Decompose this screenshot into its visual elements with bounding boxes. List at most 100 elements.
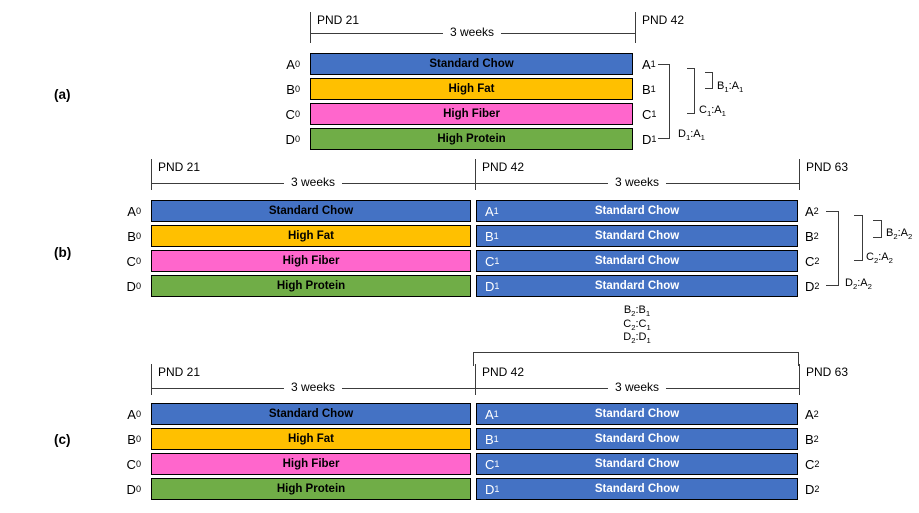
comparison-b2-b1: B2:B1: [623, 304, 651, 319]
diet-bar-text: Standard Chow: [594, 458, 680, 470]
diet-bar-text: Standard Chow: [594, 280, 680, 292]
bracket-b-d2a2: [826, 211, 839, 286]
diet-bar-text: High Fiber: [443, 108, 500, 120]
diet-bar-standard-chow-phase2: Standard Chow: [476, 225, 798, 247]
diet-bar-text: Standard Chow: [268, 205, 354, 217]
timeline-c-mid-label: PND 42: [482, 365, 525, 379]
comparison-b1-a1: B1:A1: [717, 80, 744, 95]
diet-bar-text: Standard Chow: [594, 255, 680, 267]
diet-bar-standard-chow-phase2: Standard Chow: [476, 478, 798, 500]
timeline-c-duration2-label: 3 weeks: [607, 381, 667, 394]
diet-bar-standard-chow-phase2: Standard Chow: [476, 200, 798, 222]
diet-bar-high-fat: High Fat: [151, 225, 471, 247]
cross-comparison-list: B2:B1 C2:C1 D2:D1: [623, 304, 651, 345]
diet-bar-high-protein: High Protein: [151, 478, 471, 500]
diet-bar-text: High Protein: [276, 280, 346, 292]
diet-bar-standard-chow: Standard Chow: [151, 403, 471, 425]
diet-bar-high-fiber: High Fiber: [151, 250, 471, 272]
diet-bar-standard-chow-phase2: Standard Chow: [476, 403, 798, 425]
comparison-b2-a2: B2:A2: [886, 227, 913, 242]
diet-bar-text: High Fat: [288, 433, 334, 445]
diet-bar-text: High Fiber: [282, 255, 340, 267]
timeline-b-duration2-label: 3 weeks: [607, 176, 667, 189]
diet-bar-text: High Fiber: [282, 458, 340, 470]
diet-bar-text: High Protein: [276, 483, 346, 495]
diet-bar-text: High Protein: [437, 133, 506, 145]
comparison-d1-a1: D1:A1: [678, 128, 705, 143]
timeline-c-end-label: PND 63: [806, 365, 849, 379]
diet-bar-standard-chow-phase2: Standard Chow: [476, 428, 798, 450]
section-b-label: (b): [54, 245, 72, 260]
timeline-b-mid-label: PND 42: [482, 160, 525, 174]
bracket-b-b2a2: [873, 220, 882, 238]
diet-bar-standard-chow-phase2: Standard Chow: [476, 453, 798, 475]
timeline-a-duration-label: 3 weeks: [442, 26, 502, 39]
diet-bar-standard-chow: Standard Chow: [310, 53, 633, 75]
diet-bar-text: Standard Chow: [594, 205, 680, 217]
comparison-d2-a2: D2:A2: [845, 277, 872, 292]
diet-bar-text: Standard Chow: [268, 408, 354, 420]
timeline-a-start-label: PND 21: [317, 13, 360, 27]
timeline-b-end-label: PND 63: [806, 160, 849, 174]
diet-bar-standard-chow-phase2: Standard Chow: [476, 250, 798, 272]
diet-bar-high-fiber: High Fiber: [151, 453, 471, 475]
timeline-b-start-label: PND 21: [158, 160, 201, 174]
diet-bar-standard-chow: Standard Chow: [151, 200, 471, 222]
diet-bar-standard-chow-phase2: Standard Chow: [476, 275, 798, 297]
bracket-b-c2a2: [854, 215, 863, 261]
bracket-a-c1a1: [687, 68, 695, 114]
diet-bar-text: High Fat: [448, 83, 495, 95]
diet-bar-text: Standard Chow: [594, 483, 680, 495]
section-c-label: (c): [54, 432, 71, 447]
diet-bar-text: Standard Chow: [594, 230, 680, 242]
diet-bar-high-fat: High Fat: [310, 78, 633, 100]
diet-bar-high-fiber: High Fiber: [310, 103, 633, 125]
bracket-a-d1a1: [658, 64, 670, 139]
bracket-a-b1a1: [705, 72, 713, 89]
comparison-c2-c1: C2:C1: [623, 317, 651, 332]
section-a-label: (a): [54, 87, 71, 102]
bracket-cross-comparisons: [473, 352, 799, 366]
diet-bar-high-protein: High Protein: [310, 128, 633, 150]
comparison-c2-a2: C2:A2: [866, 251, 893, 266]
diet-bar-high-protein: High Protein: [151, 275, 471, 297]
timeline-a-end-label: PND 42: [642, 13, 685, 27]
comparison-c1-a1: C1:A1: [699, 104, 726, 119]
diet-bar-text: Standard Chow: [594, 433, 680, 445]
timeline-c-duration1-label: 3 weeks: [283, 381, 343, 394]
timeline-b-duration1-label: 3 weeks: [283, 176, 343, 189]
